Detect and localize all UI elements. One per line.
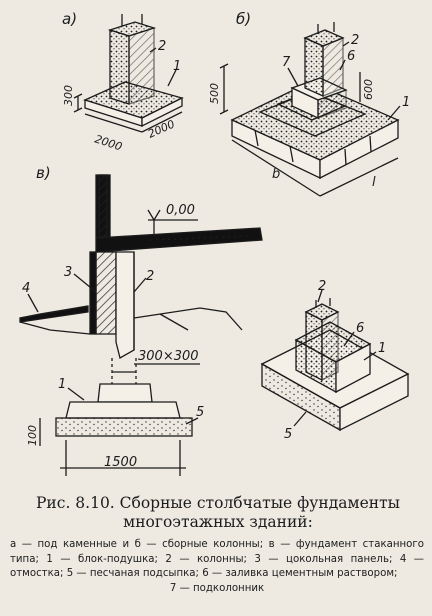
- v-column-callout: 2: [146, 269, 154, 284]
- a-length-dimension: 2000: [93, 132, 124, 153]
- panel-b-label: б): [236, 10, 251, 28]
- iso-sand-callout: 5: [284, 427, 292, 442]
- iso-grout-callout: 6: [356, 321, 364, 336]
- v-plinth-callout: 3: [64, 265, 72, 280]
- caption-legend-last: 7 — подколонник: [169, 582, 265, 594]
- b-length-label: b: [272, 167, 280, 182]
- b-pad-callout: 1: [402, 95, 410, 110]
- a-height-dimension: 300: [62, 85, 75, 106]
- v-section-size: 300×300: [138, 349, 199, 364]
- panel-v-drawing: [19, 174, 263, 476]
- figure-caption-legend: а — под каменные и б — сборные колонны; …: [10, 538, 424, 596]
- v-sand-callout: 5: [196, 405, 204, 420]
- v-width-dimension: 1500: [104, 455, 137, 470]
- v-height-dimension: 100: [26, 425, 39, 446]
- panel-a-drawing: [73, 14, 184, 133]
- b-height-dimension-1: 500: [208, 83, 221, 104]
- a-column-callout: 2: [158, 39, 166, 54]
- iso-column-callout: 2: [318, 279, 326, 294]
- b-width-label: l: [372, 175, 376, 190]
- v-level-mark: 0,00: [166, 203, 195, 218]
- panel-a-label: а): [62, 10, 77, 28]
- iso-pad-callout: 1: [378, 341, 386, 356]
- figure-caption-title: Рис. 8.10. Сборные столбчатые фундаменты…: [36, 494, 400, 531]
- v-blind-area-callout: 4: [22, 281, 30, 296]
- b-height-dimension-2: 600: [362, 79, 375, 100]
- panel-v-label: в): [36, 164, 51, 182]
- foundation-figure: а) б) в) 2 1 2 6 7 1 b l 0,00 3 2 4 300×…: [19, 10, 410, 476]
- b-subcolumn-callout: 7: [282, 55, 291, 70]
- panel-v-isometric: [260, 289, 410, 432]
- a-pad-callout: 1: [173, 59, 181, 74]
- b-grout-callout: 6: [347, 49, 355, 64]
- caption-legend-body: а — под каменные и б — сборные колонны; …: [10, 539, 424, 579]
- b-column-callout: 2: [351, 33, 359, 48]
- panel-b-drawing: [219, 22, 401, 197]
- v-pad-callout: 1: [58, 377, 66, 392]
